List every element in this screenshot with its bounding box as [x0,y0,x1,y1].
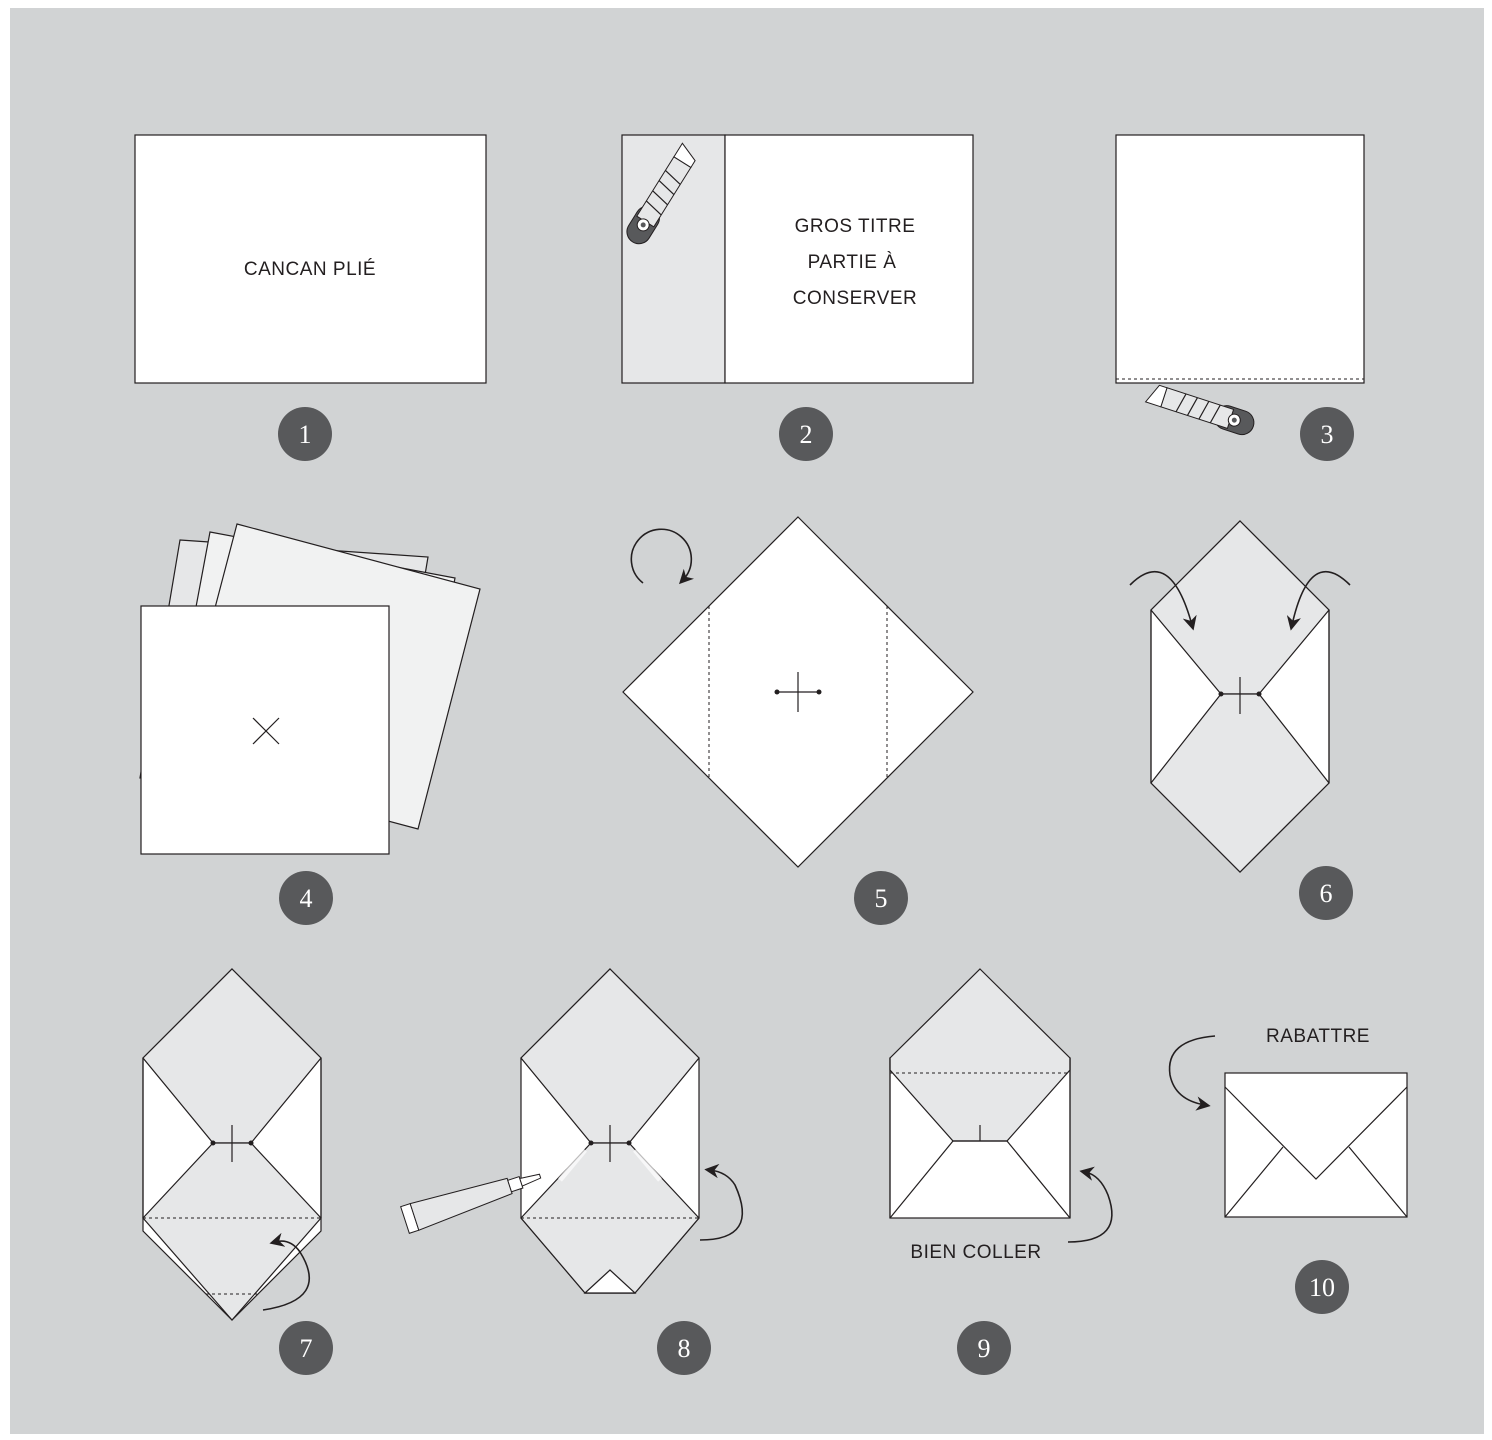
svg-text:10: 10 [1309,1273,1335,1302]
step-badge-8: 8 [657,1321,711,1375]
cancan-plie-label: CANCAN PLIÉ [244,259,376,280]
step-2-diagram: GROS TITRE PARTIE À CONSERVER [622,135,973,383]
gros-titre-label-line3: CONSERVER [793,288,918,309]
svg-text:2: 2 [800,420,813,449]
square-sheet [1116,135,1364,383]
svg-text:3: 3 [1321,420,1334,449]
step-badge-9: 9 [957,1321,1011,1375]
svg-text:8: 8 [678,1334,691,1363]
gros-titre-label-line2: PARTIE À [808,252,897,273]
step-badge-1: 1 [278,407,332,461]
svg-text:6: 6 [1320,879,1333,908]
step-1-diagram: CANCAN PLIÉ [135,135,486,383]
bien-coller-label: BIEN COLLER [910,1242,1041,1263]
step-badge-3: 3 [1300,407,1354,461]
step-badge-10: 10 [1295,1260,1349,1314]
svg-text:1: 1 [299,420,312,449]
step-badge-7: 7 [279,1321,333,1375]
step-badge-6: 6 [1299,866,1353,920]
step-badge-5: 5 [854,871,908,925]
rabattre-label: RABATTRE [1266,1026,1370,1047]
step-badge-2: 2 [779,407,833,461]
svg-text:9: 9 [978,1334,991,1363]
svg-text:5: 5 [875,884,888,913]
sealed-envelope [1225,1073,1407,1217]
svg-text:7: 7 [300,1334,313,1363]
svg-text:4: 4 [300,884,313,913]
step-badge-4: 4 [279,871,333,925]
gros-titre-label-line1: GROS TITRE [795,216,916,237]
